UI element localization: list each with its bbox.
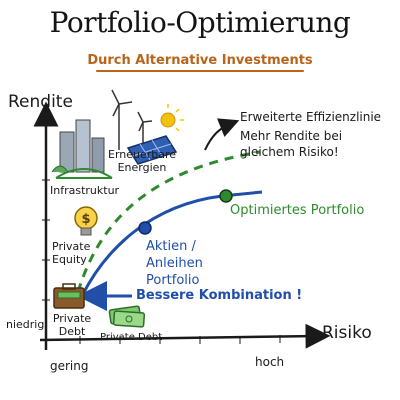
- private-equity-label: Private Equity: [52, 240, 91, 266]
- renewable-energy-label: Erneuerbare Energien: [108, 148, 177, 174]
- optimized-portfolio-point: [219, 189, 233, 203]
- wind-turbine-icon: [111, 89, 153, 150]
- private-debt-label-bottom: Private Debt: [100, 332, 163, 343]
- banknotes-icon: [108, 305, 146, 328]
- note-arrow: [204, 118, 240, 151]
- stock-bond-portfolio-point: [138, 221, 152, 235]
- solar-panel-icon: [126, 135, 178, 165]
- x-axis-low-label: gering: [50, 359, 89, 373]
- private-equity-lightbulb-icon: $: [74, 206, 98, 236]
- extended-frontier-label: Erweiterte Effizienzlinie: [240, 110, 382, 124]
- y-axis-low-label: niedrig: [6, 318, 45, 331]
- svg-text:$: $: [81, 212, 90, 227]
- sun-icon: [160, 104, 184, 132]
- x-axis: [39, 323, 331, 349]
- page-subtitle: Durch Alternative Investments: [87, 53, 313, 68]
- y-axis-label: Rendite: [8, 92, 73, 112]
- more-return-note: Mehr Rendite bei gleichem Risiko!: [240, 129, 343, 159]
- private-debt-label-left: Private Debt: [52, 312, 92, 338]
- x-axis-high-label: hoch: [255, 355, 285, 369]
- page-title: Portfolio-Optimierung: [49, 6, 351, 39]
- subtitle-underline: [96, 70, 304, 72]
- stock-bond-portfolio-label: Aktien / Anleihen Portfolio: [146, 239, 203, 288]
- x-axis-label: Risiko: [322, 323, 372, 343]
- briefcase-icon: [53, 283, 85, 309]
- infrastructure-label: Infrastruktur: [50, 184, 120, 197]
- better-combination-label: Bessere Kombination !: [136, 288, 303, 303]
- axis-ticks: [42, 179, 281, 344]
- optimized-portfolio-label: Optimiertes Portfolio: [230, 203, 365, 218]
- infrastructure-icon: [51, 119, 113, 179]
